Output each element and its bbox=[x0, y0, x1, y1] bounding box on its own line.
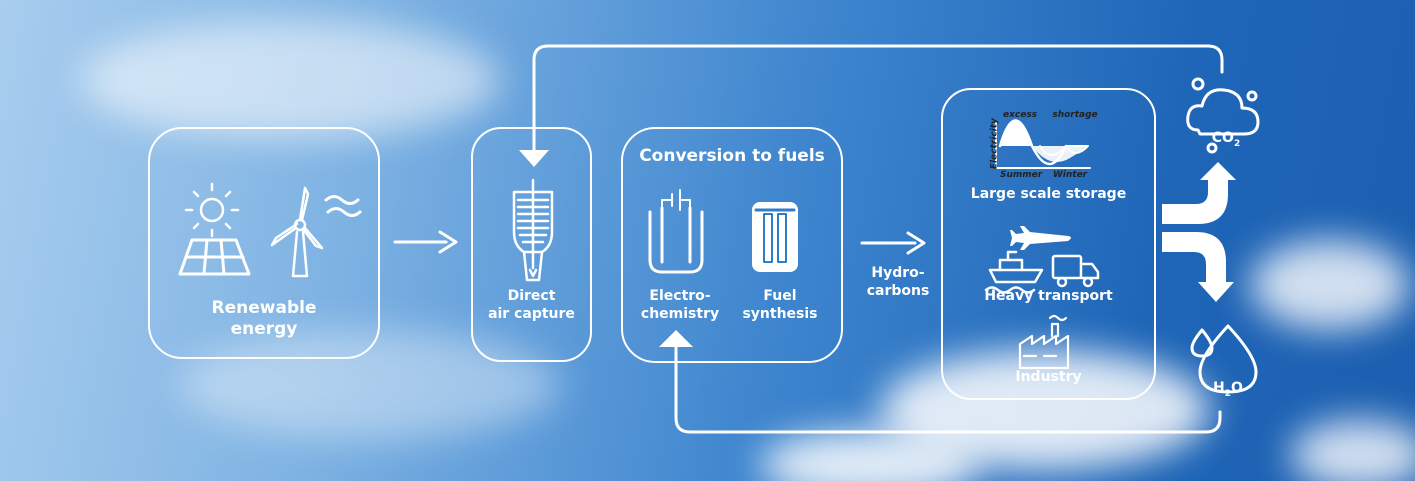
h2o-subscript: 2 bbox=[1224, 388, 1232, 399]
airplane-icon bbox=[1010, 226, 1071, 250]
seasonal-curve-icon bbox=[995, 119, 1091, 169]
electrochemistry-label: Electro- chemistry bbox=[640, 288, 720, 322]
arrowhead-up bbox=[659, 330, 693, 347]
h2o-label: H2O bbox=[1198, 362, 1258, 400]
co2-label: CO2 bbox=[1196, 112, 1256, 150]
cloud bbox=[760, 430, 980, 481]
fuel-synthesis-label: Fuel synthesis bbox=[742, 288, 818, 322]
storage-chart-ylabel: Electricity bbox=[989, 118, 1000, 170]
wind-waves-icon bbox=[324, 195, 362, 217]
storage-chart-summer: Summer bbox=[1000, 170, 1043, 180]
renewable-energy-box bbox=[148, 127, 380, 359]
arrowhead-down bbox=[519, 150, 549, 167]
factory-icon bbox=[1018, 314, 1070, 370]
co2-recycle-line bbox=[532, 44, 1224, 154]
heavy-transport-label: Heavy transport bbox=[984, 288, 1113, 304]
storage-chart-shortage: shortage bbox=[1052, 110, 1098, 120]
h2o-o: O bbox=[1231, 379, 1243, 396]
wind-turbine-icon bbox=[270, 186, 324, 278]
conversion-box bbox=[621, 127, 843, 363]
storage-chart-winter: Winter bbox=[1052, 170, 1088, 180]
co2-text: CO bbox=[1211, 129, 1234, 146]
ship-icon bbox=[984, 250, 1044, 294]
hydrocarbons-label: Hydro- carbons bbox=[866, 265, 930, 299]
h2o-recycle-line bbox=[674, 343, 1222, 434]
uses-box bbox=[941, 88, 1156, 400]
electrochemical-cell-icon bbox=[648, 189, 704, 274]
water-drop-icon bbox=[1190, 324, 1258, 394]
solar-panel-icon bbox=[178, 238, 251, 276]
direct-air-capture-label: Direct air capture bbox=[488, 288, 575, 322]
co2-subscript: 2 bbox=[1233, 138, 1241, 149]
h2o-h: H bbox=[1213, 379, 1225, 396]
cloud bbox=[80, 20, 500, 140]
direct-air-capture-box bbox=[471, 127, 592, 362]
synthesis-reactor-icon bbox=[752, 202, 798, 272]
renewable-energy-label: Renewable energy bbox=[211, 298, 317, 340]
truck-icon bbox=[1051, 254, 1100, 288]
air-capture-unit-icon bbox=[512, 178, 554, 282]
co2-cloud-icon bbox=[1186, 77, 1260, 154]
split-flow-arrows bbox=[1162, 162, 1236, 302]
conversion-title: Conversion to fuels bbox=[639, 146, 825, 166]
sun-icon bbox=[184, 182, 240, 238]
storage-chart-excess: excess bbox=[1002, 110, 1038, 120]
large-scale-storage-label: Large scale storage bbox=[970, 186, 1127, 202]
cloud bbox=[1250, 240, 1410, 330]
industry-label: Industry bbox=[1015, 369, 1082, 385]
cloud bbox=[1290, 420, 1415, 481]
